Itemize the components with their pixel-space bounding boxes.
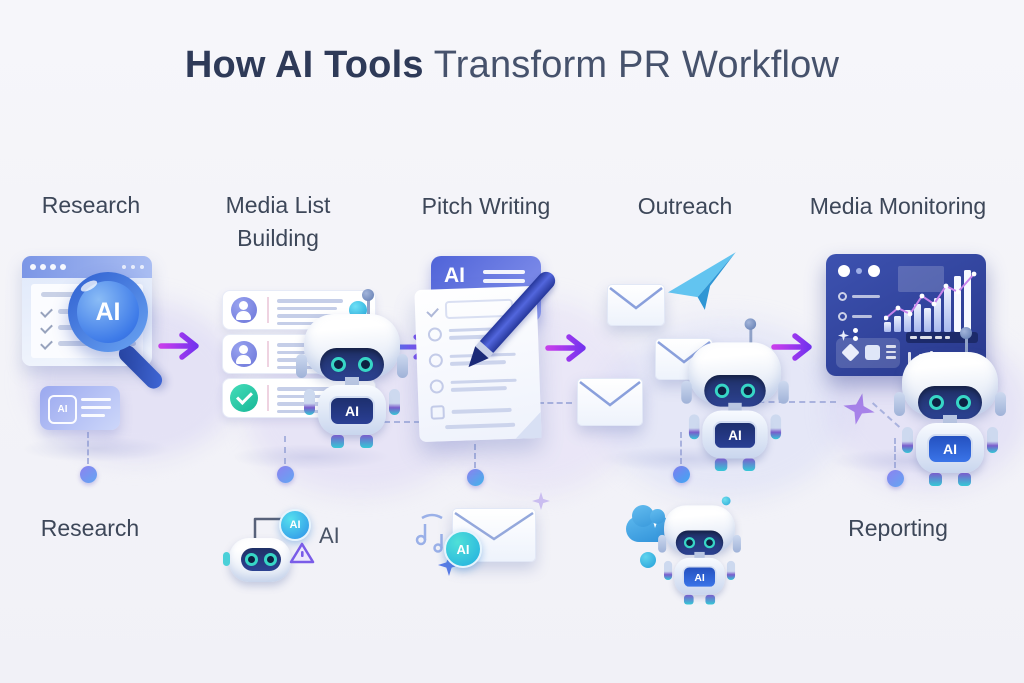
check-icon <box>40 337 53 350</box>
check-icon <box>40 305 53 318</box>
connector-dash-horizontal <box>384 421 430 423</box>
ai-header-label: AI <box>444 264 465 287</box>
connector-dot <box>467 469 484 486</box>
ai-node-icon: AI <box>279 509 311 541</box>
ai-logo-box: AI <box>48 395 77 424</box>
contact-avatar-icon <box>231 297 257 323</box>
ai-badge-icon: AI <box>444 530 482 568</box>
connector-dash-vertical <box>680 432 682 464</box>
page-title-rest: Transform PR Workflow <box>423 44 840 86</box>
robot-chest-badge: AI <box>329 396 375 426</box>
bottom-ai-text: AI <box>319 523 340 548</box>
browser-titlebar <box>22 256 152 278</box>
bottom-label-reporting: Reporting <box>848 515 948 541</box>
check-icon <box>426 304 439 317</box>
stage-icon-outreach: AI <box>575 250 790 471</box>
dashboard-bar-chart <box>884 266 971 332</box>
connector-dash-vertical <box>894 438 896 468</box>
node-connector-line <box>253 517 281 545</box>
star-icon <box>532 492 550 510</box>
connector-dash-horizontal <box>510 402 572 404</box>
dot-icon <box>640 552 656 568</box>
dashboard-panel <box>836 338 900 368</box>
connector-dash-vertical <box>284 436 286 464</box>
flow-arrow-1-icon <box>158 332 199 360</box>
connector-dash-vertical <box>87 432 89 464</box>
ai-robot-icon: AI <box>658 492 741 605</box>
ground-shadow <box>230 444 390 470</box>
ground-shadow <box>20 436 170 462</box>
ai-robot-icon: AI <box>894 327 1006 486</box>
stage-label-research: Research <box>41 192 141 218</box>
alert-triangle-icon <box>289 542 315 564</box>
connector-dot <box>673 466 690 483</box>
connector-dash-vertical <box>474 444 476 468</box>
page-title: How AI Tools Transform PR Workflow <box>0 44 1024 87</box>
mini-robot-head-icon <box>223 538 291 582</box>
ai-result-card-icon: AI <box>40 386 120 430</box>
check-icon <box>40 321 53 334</box>
ai-magnifier-label: AI <box>95 297 121 326</box>
flow-arrow-4-icon <box>771 333 812 361</box>
connector-dash-horizontal <box>748 401 836 403</box>
robot-chest-badge: AI <box>712 421 758 450</box>
page-title-bold: How AI Tools <box>184 44 424 86</box>
stage-icon-research: AI AI <box>16 252 186 452</box>
music-notes-icon <box>415 513 443 553</box>
bottom-icon-ai-envelope: AI <box>408 492 558 592</box>
ai-robot-icon: AI <box>681 318 789 471</box>
dashboard-line-chart <box>884 271 977 321</box>
stage-icon-pitch-writing: AI <box>414 250 580 470</box>
stage-label-outreach: Outreach <box>637 193 733 219</box>
bottom-icon-ai-robot-cloud: AI <box>612 488 782 605</box>
stage-icon-media-monitoring: AI <box>818 248 1018 486</box>
connector-dot <box>277 466 294 483</box>
bottom-label-research: Research <box>40 515 140 541</box>
connector-dot <box>80 466 97 483</box>
checkmark-circle-icon <box>230 384 258 412</box>
contact-avatar-icon <box>231 341 257 367</box>
stage-label-pitch-writing: Pitch Writing <box>421 193 551 219</box>
ai-robot-icon: AI <box>296 289 408 448</box>
stage-icon-media-list: AI <box>218 282 418 472</box>
robot-chest-badge: AI <box>682 566 717 589</box>
bottom-icon-ai-robot-alert: AI AI <box>223 505 355 595</box>
stage-label-media-monitoring: Media Monitoring <box>809 193 987 219</box>
stage-label-media-list-building: Media List Building <box>225 192 331 252</box>
envelope-icon <box>607 284 665 326</box>
flow-arrow-3-icon <box>545 334 586 362</box>
connector-dot <box>887 470 904 487</box>
ai-magnifier-icon: AI <box>68 272 148 352</box>
robot-chest-badge: AI <box>927 434 973 464</box>
envelope-icon <box>577 378 643 426</box>
paper-plane-icon <box>667 252 736 310</box>
